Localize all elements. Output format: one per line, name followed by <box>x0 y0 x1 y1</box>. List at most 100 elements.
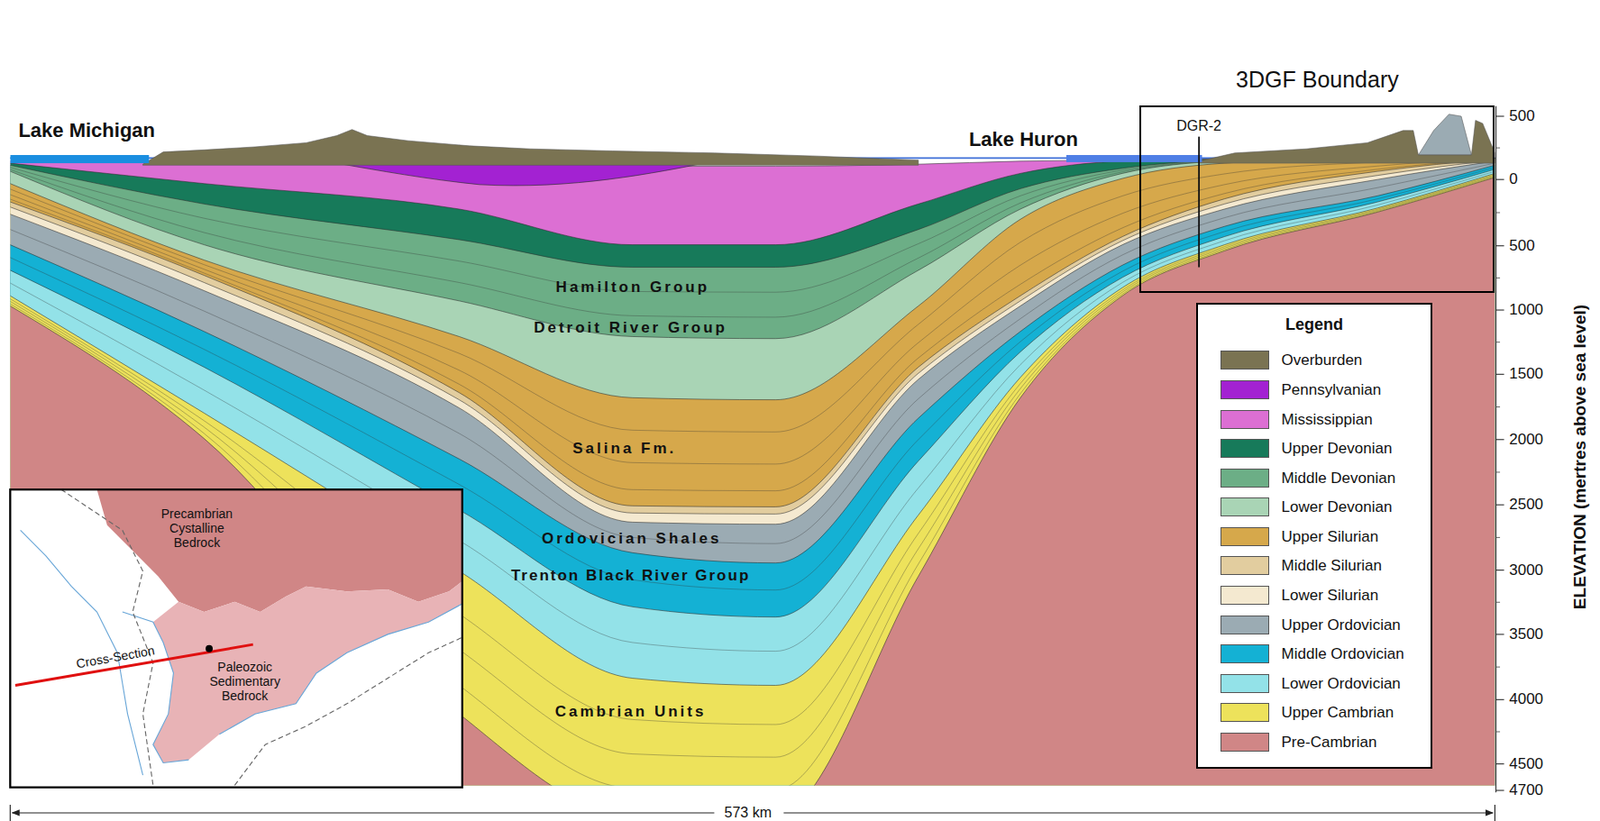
minor-tick <box>1496 277 1501 279</box>
minor-tick <box>1496 731 1501 732</box>
map-label: Paleozoic Sedimentary Bedrock <box>193 659 296 704</box>
tick-label: 500 <box>1508 237 1535 256</box>
tick-label: 4000 <box>1508 691 1544 710</box>
inset-map <box>9 489 462 787</box>
minor-tick <box>1496 471 1501 473</box>
unit-label: Detroit River Group <box>533 320 728 339</box>
shoreline <box>122 612 190 763</box>
legend-text: Mississippian <box>1281 411 1373 430</box>
legend-text: Lower Devonian <box>1281 499 1393 518</box>
inset-border <box>9 489 462 787</box>
bedding-line <box>9 157 1495 293</box>
major-tick <box>1496 569 1505 571</box>
unit-label: Ordovician Shales <box>541 530 722 549</box>
box-heading: 3DGF Boundary <box>1235 66 1399 93</box>
legend-text: Upper Ordovician <box>1281 616 1401 635</box>
legend-row: Middle Silurian <box>1197 555 1432 577</box>
stratum-fill <box>9 161 1495 787</box>
legend-swatch <box>1220 556 1270 576</box>
minor-tick <box>1496 211 1501 213</box>
legend-text: Upper Cambrian <box>1281 704 1395 723</box>
legend-swatch <box>1220 527 1270 547</box>
bedding-line <box>9 157 1495 318</box>
legend-row: Pennsylvanian <box>1197 379 1432 402</box>
legend-swatch <box>1220 380 1270 400</box>
legend-text: Overburden <box>1281 352 1363 371</box>
minor-tick <box>1496 341 1501 343</box>
tick-label: 4500 <box>1508 755 1544 774</box>
escarpment-hill <box>1418 114 1472 156</box>
legend-swatch <box>1220 703 1270 723</box>
legend-row: Upper Ordovician <box>1197 614 1432 637</box>
stratum-fill <box>9 160 1495 787</box>
legend-text: Middle Silurian <box>1281 557 1383 576</box>
stratum-boundary <box>9 157 1495 245</box>
legend-swatch <box>1220 350 1270 370</box>
axis-title: ELEVATION (mertres above sea level) <box>1571 304 1591 610</box>
legend-text: Middle Devonian <box>1281 469 1397 488</box>
surface-group <box>9 114 1495 186</box>
legend-row: Overburden <box>1197 349 1432 372</box>
stratum-fill <box>9 173 1495 786</box>
major-tick <box>1496 179 1505 181</box>
stratum-fill <box>9 169 1495 787</box>
precambrian-region <box>97 489 463 613</box>
map-label: Cross-Section <box>74 642 156 671</box>
legend-text: Upper Silurian <box>1281 528 1380 547</box>
tick-label: 1000 <box>1508 301 1544 320</box>
lake-michigan-water <box>9 155 149 164</box>
water-label: Lake Michigan <box>18 118 156 142</box>
stratum-fill <box>9 177 1495 786</box>
legend-row: Mississippian <box>1197 409 1432 431</box>
major-tick <box>1496 309 1505 311</box>
legend-swatch <box>1220 438 1270 458</box>
major-tick <box>1496 374 1505 375</box>
legend-text: Pre-Cambrian <box>1281 733 1378 752</box>
major-tick <box>1496 699 1505 701</box>
overburden-left <box>142 129 918 166</box>
legend-row: Lower Ordovician <box>1197 673 1432 695</box>
dimension-label: 573 km <box>719 804 778 821</box>
minor-tick <box>1496 667 1501 668</box>
axis-ticks <box>1496 116 1505 791</box>
stratum-fill <box>9 164 1495 786</box>
major-tick <box>1496 763 1505 765</box>
stratum-fill <box>9 157 1495 786</box>
legend-row: Pre-Cambrian <box>1197 731 1432 754</box>
legend-swatch <box>1220 644 1270 664</box>
legend-row: Lower Devonian <box>1197 496 1432 519</box>
legend-row: Upper Devonian <box>1197 438 1432 460</box>
borehole-line <box>1197 137 1200 268</box>
major-tick <box>1496 504 1505 506</box>
unit-label: Hamilton Group <box>556 278 710 297</box>
legend-swatch <box>1220 497 1270 517</box>
minor-tick <box>1496 602 1501 604</box>
legend-row: Lower Silurian <box>1197 585 1432 607</box>
stratum-fill <box>9 157 1495 786</box>
stratum-fill <box>9 157 1495 786</box>
tick-label: 2000 <box>1508 430 1544 449</box>
major-tick <box>1496 245 1505 247</box>
legend-row: Middle Ordovician <box>1197 643 1432 666</box>
tick-label: 0 <box>1508 170 1518 189</box>
legend-swatch <box>1220 732 1270 752</box>
elevation-axis <box>1495 106 1497 794</box>
legend-swatch <box>1220 585 1270 605</box>
tick-label: 4700 <box>1508 781 1544 800</box>
tick-label: 3500 <box>1508 625 1544 644</box>
major-tick <box>1496 438 1505 440</box>
unit-label: Cambrian Units <box>555 703 707 722</box>
stratum-fill <box>9 157 1495 786</box>
legend-text: Middle Ordovician <box>1281 645 1405 664</box>
map-label: Precambrian Cystalline Bedrock <box>148 506 247 550</box>
legend-swatch <box>1220 674 1270 694</box>
lake-huron-water <box>1066 155 1203 163</box>
legend-title: Legend <box>1285 315 1344 335</box>
major-tick <box>1496 789 1505 791</box>
legend-text: Upper Devonian <box>1281 439 1393 458</box>
dimension-end <box>9 804 11 821</box>
tick-label: 2500 <box>1508 495 1544 514</box>
unit-label: Salina Fm. <box>572 439 677 458</box>
paleozoic-region <box>153 581 463 763</box>
